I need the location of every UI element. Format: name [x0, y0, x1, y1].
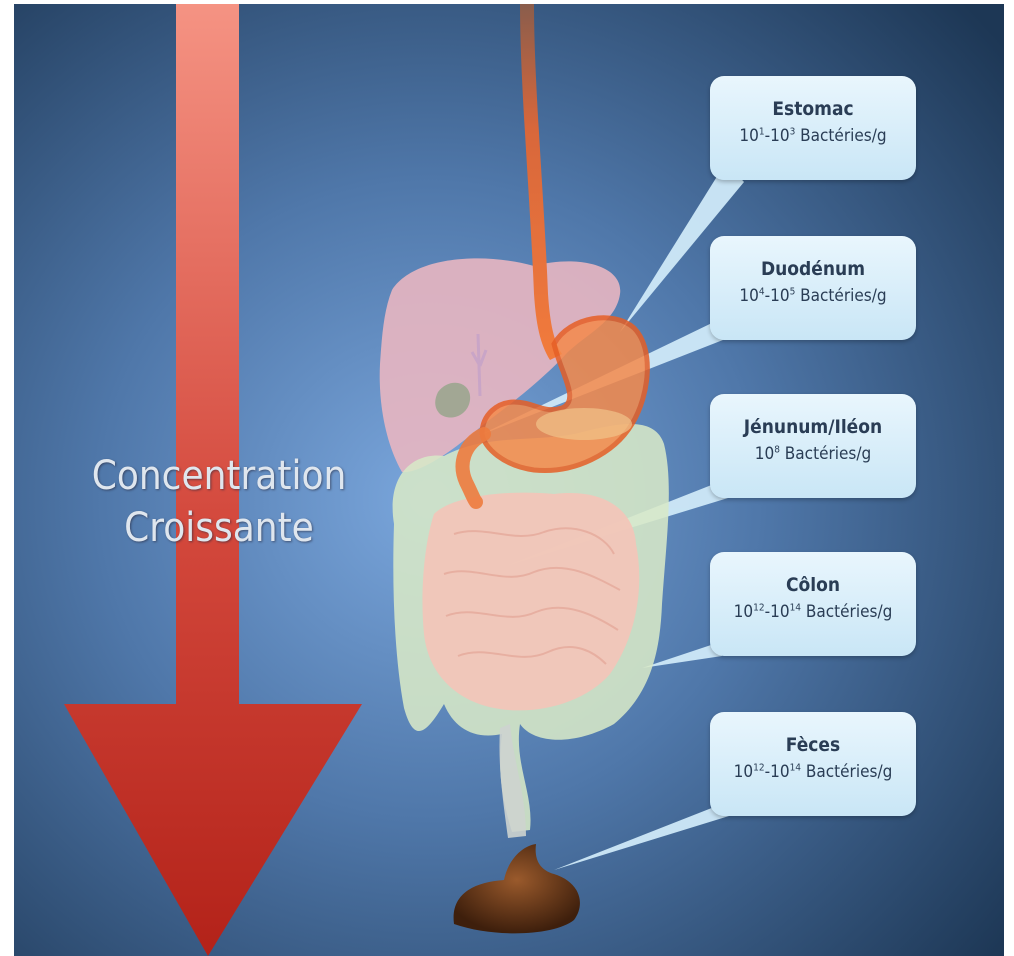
callout-title: Jénunum/Iléon: [710, 416, 916, 438]
callout-colon: Côlon 1012-1014 Bactéries/g: [710, 552, 916, 656]
callout-value: 1012-1014 Bactéries/g: [710, 762, 916, 782]
pancreas: [536, 408, 632, 440]
callout-title: Duodénum: [710, 258, 916, 280]
diagram-canvas: Concentration Croissante Estomac 101-103…: [14, 4, 1004, 956]
arrow-label-line2: Croissante: [54, 502, 384, 554]
callout-title: Côlon: [710, 574, 916, 596]
callout-estomac: Estomac 101-103 Bactéries/g: [710, 76, 916, 180]
callout-title: Estomac: [710, 98, 916, 120]
arrow-label: Concentration Croissante: [54, 450, 384, 554]
callout-value: 101-103 Bactéries/g: [710, 126, 916, 146]
callout-jejunum: Jénunum/Iléon 108 Bactéries/g: [710, 394, 916, 498]
callout-value: 104-105 Bactéries/g: [710, 286, 916, 306]
callout-feces: Fèces 1012-1014 Bactéries/g: [710, 712, 916, 816]
callout-title: Fèces: [710, 734, 916, 756]
arrow-label-line1: Concentration: [54, 450, 384, 502]
callout-duodenum: Duodénum 104-105 Bactéries/g: [710, 236, 916, 340]
callout-value: 1012-1014 Bactéries/g: [710, 602, 916, 622]
callout-value: 108 Bactéries/g: [710, 444, 916, 464]
